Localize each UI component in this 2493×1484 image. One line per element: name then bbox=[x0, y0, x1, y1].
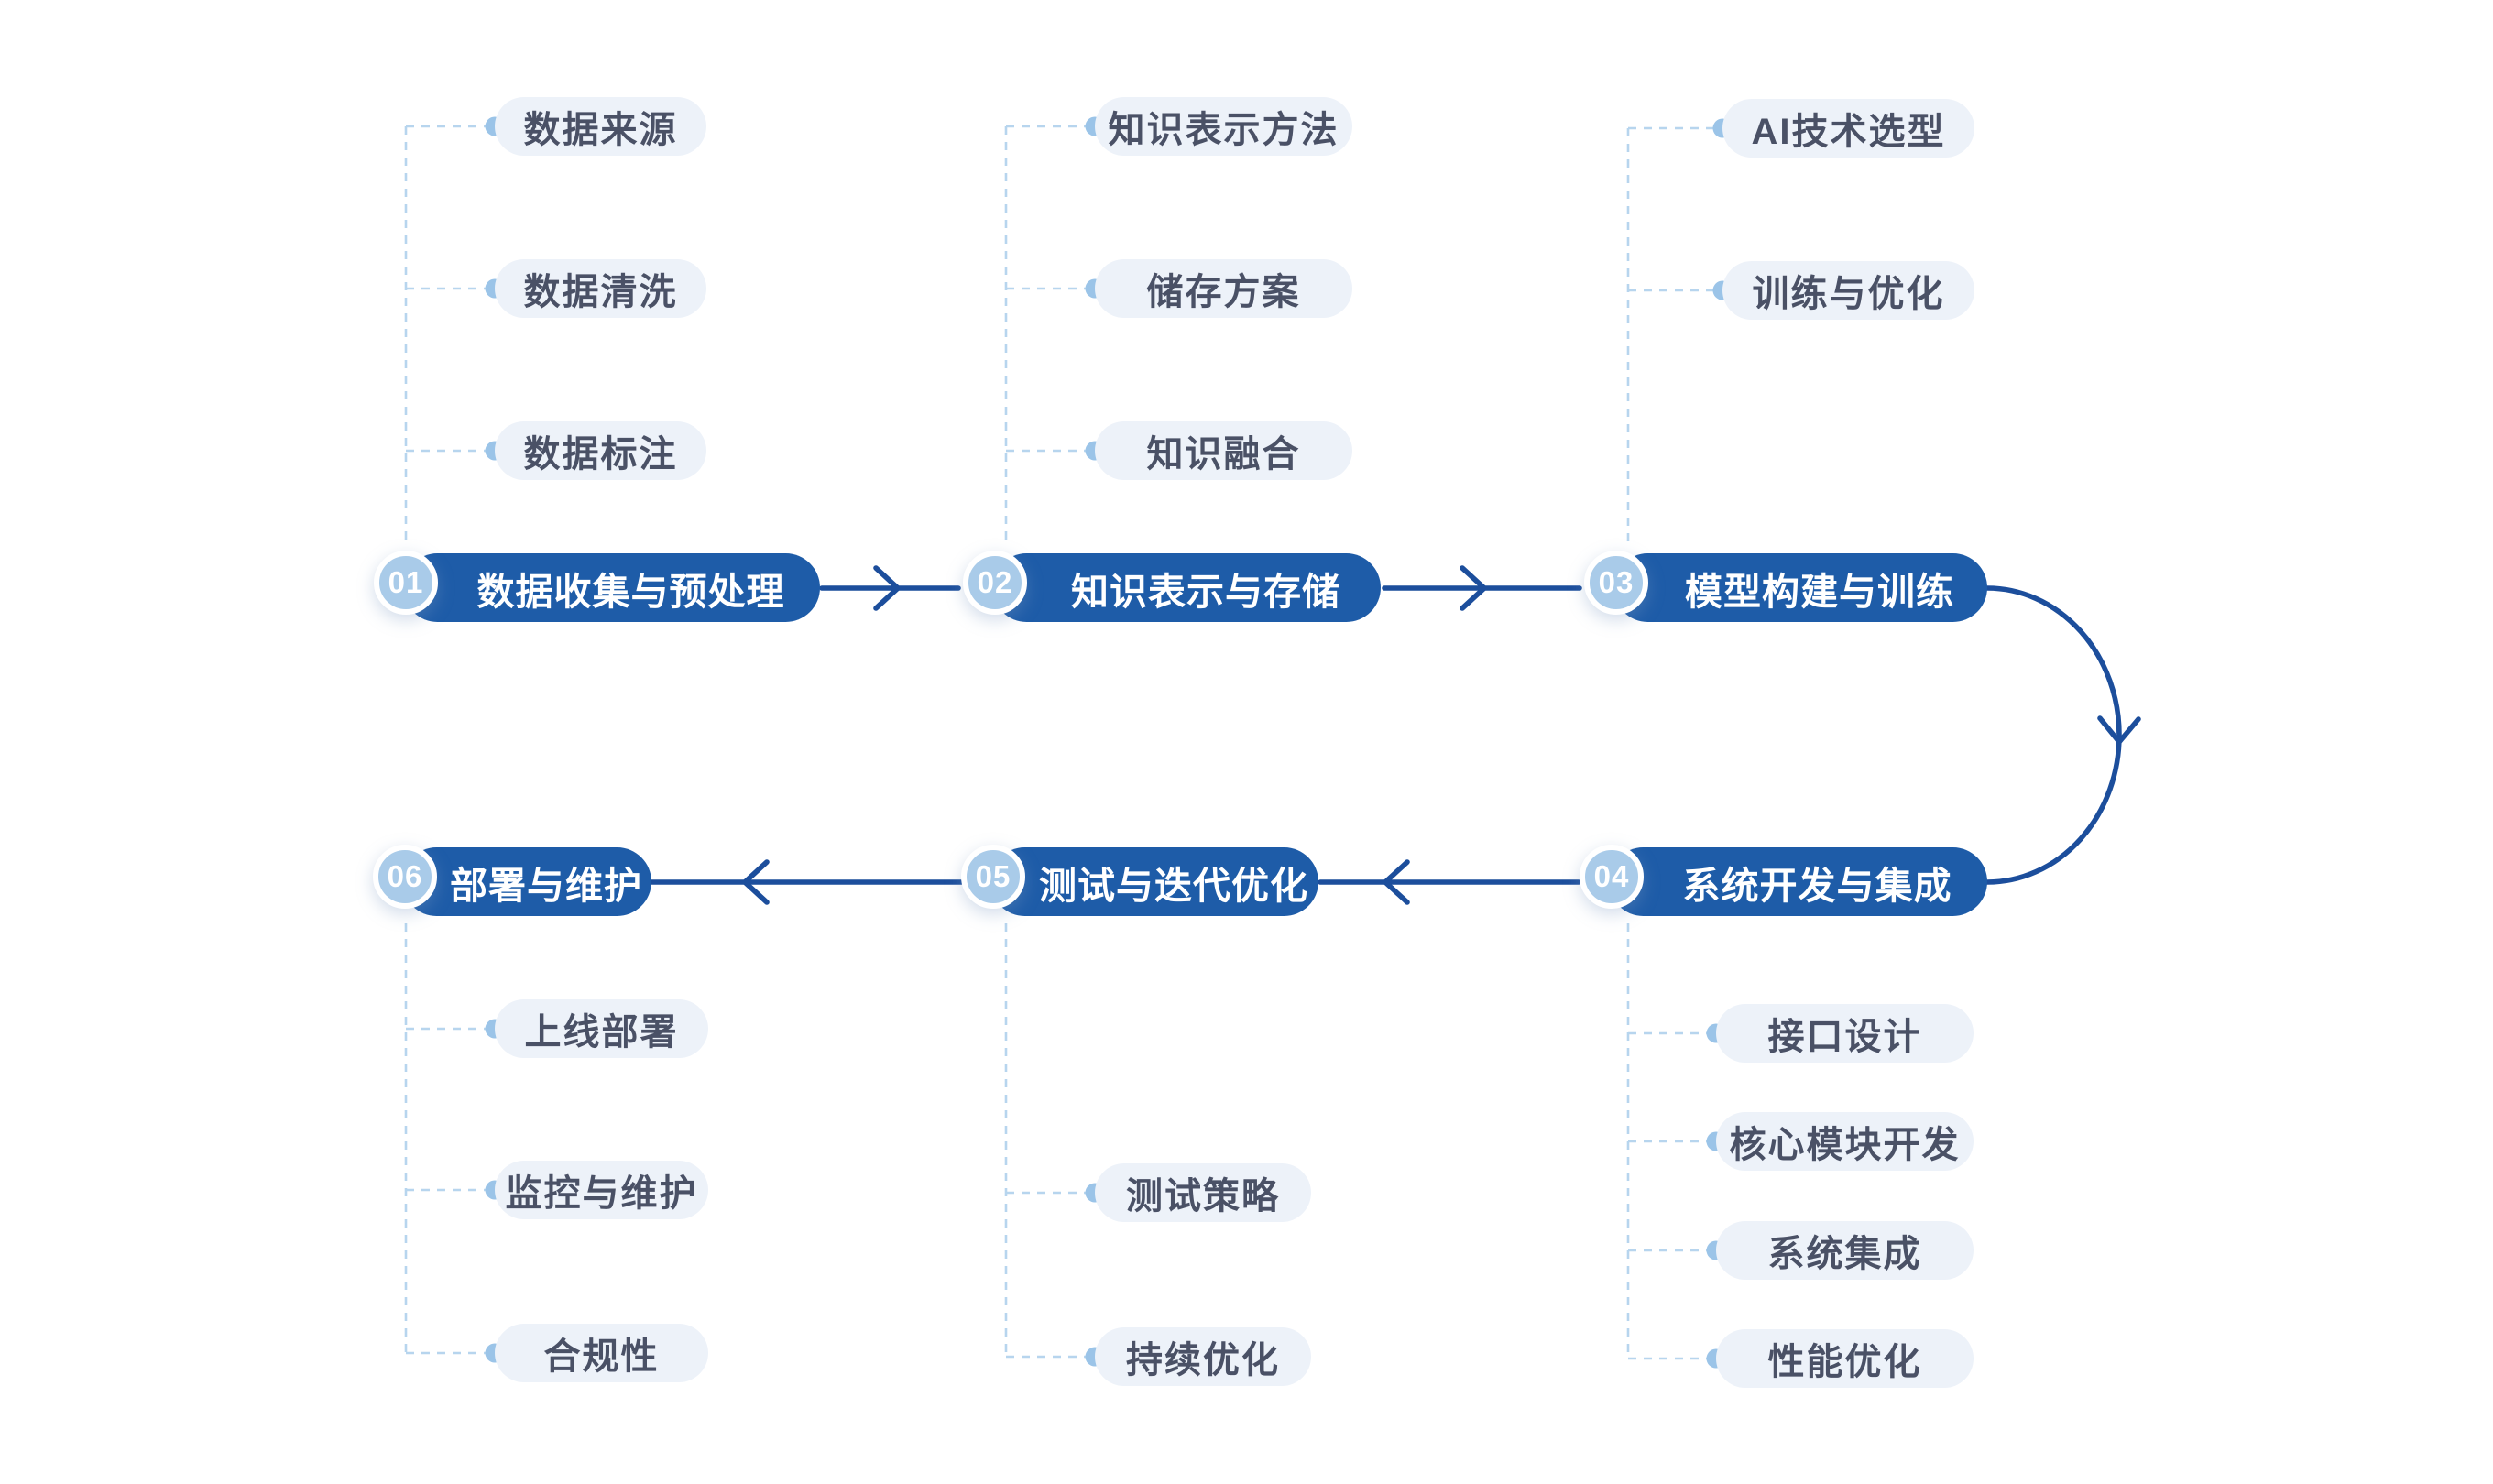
stage-node-01: 数据收集与预处理 bbox=[403, 553, 820, 622]
branch-lines-stage-05 bbox=[1004, 923, 1105, 1367]
stage-number-badge-01: 01 bbox=[374, 551, 438, 615]
sub-item-label: 知识表示方法 bbox=[1108, 110, 1339, 150]
stage-number: 05 bbox=[975, 859, 1011, 893]
sub-item-pill: 数据清洗 bbox=[495, 259, 706, 318]
stage-node-06: 部署与维护 bbox=[402, 847, 651, 916]
sub-item-pill: 知识融合 bbox=[1095, 421, 1352, 480]
sub-item-label: 上线部署 bbox=[524, 1012, 679, 1053]
stage-label: 系统开发与集成 bbox=[1682, 864, 1952, 907]
stage-number-badge-05: 05 bbox=[961, 845, 1025, 909]
arrow-stage-03-to-04-curve bbox=[1985, 585, 2141, 885]
sub-item-label: 储存方案 bbox=[1146, 272, 1301, 312]
sub-item-pill: 上线部署 bbox=[495, 999, 708, 1058]
stage-node-02: 知识表示与存储 bbox=[992, 553, 1381, 622]
stage-node-05: 测试与迭代优化 bbox=[990, 847, 1318, 916]
sub-item-pill: 数据标注 bbox=[495, 421, 706, 480]
sub-item-pill: 测试策略 bbox=[1095, 1163, 1311, 1222]
sub-item-label: 训练与优化 bbox=[1752, 274, 1945, 314]
stage-number: 02 bbox=[977, 565, 1013, 599]
stage-node-03: 模型构建与训练 bbox=[1613, 553, 1987, 622]
branch-lines-stage-03 bbox=[1626, 118, 1733, 546]
stage-number-badge-04: 04 bbox=[1580, 845, 1644, 909]
stage-number-badge-02: 02 bbox=[963, 551, 1027, 615]
sub-item-pill: 核心模块开发 bbox=[1716, 1112, 1974, 1171]
sub-item-pill: 接口设计 bbox=[1716, 1004, 1974, 1063]
branch-lines-stage-04 bbox=[1626, 923, 1726, 1369]
stage-number-badge-06: 06 bbox=[373, 845, 437, 909]
sub-item-pill: 知识表示方法 bbox=[1095, 97, 1352, 156]
sub-item-pill: 性能优化 bbox=[1716, 1329, 1974, 1388]
sub-item-label: 数据标注 bbox=[523, 434, 678, 475]
branch-lines-stage-01 bbox=[404, 116, 505, 546]
sub-item-label: 监控与维护 bbox=[505, 1173, 698, 1214]
stage-label: 模型构建与训练 bbox=[1685, 570, 1954, 613]
sub-item-pill: 合规性 bbox=[495, 1324, 708, 1382]
arrow-stage-05-to-06 bbox=[645, 859, 964, 905]
sub-item-label: 性能优化 bbox=[1767, 1342, 1922, 1382]
sub-item-pill: 监控与维护 bbox=[495, 1161, 708, 1219]
sub-item-label: 持续优化 bbox=[1126, 1340, 1280, 1380]
stage-number: 04 bbox=[1593, 859, 1630, 893]
sub-item-label: 知识融合 bbox=[1146, 434, 1301, 475]
sub-item-label: 核心模块开发 bbox=[1729, 1125, 1961, 1165]
arrow-stage-02-to-03 bbox=[1382, 565, 1582, 611]
sub-item-pill: 储存方案 bbox=[1095, 259, 1352, 318]
stage-number: 03 bbox=[1598, 565, 1635, 599]
stage-label: 数据收集与预处理 bbox=[476, 570, 785, 613]
sub-item-pill: 数据来源 bbox=[495, 97, 706, 156]
branch-lines-stage-06 bbox=[404, 923, 505, 1363]
sub-item-label: 数据来源 bbox=[523, 110, 678, 150]
arrow-stage-01-to-02 bbox=[819, 565, 961, 611]
sub-item-label: 接口设计 bbox=[1767, 1017, 1922, 1057]
sub-item-pill: 持续优化 bbox=[1095, 1327, 1311, 1386]
sub-item-label: 合规性 bbox=[543, 1337, 660, 1377]
stage-number-badge-03: 03 bbox=[1584, 551, 1648, 615]
sub-item-pill: 系统集成 bbox=[1716, 1221, 1974, 1280]
stage-label: 测试与迭代优化 bbox=[1039, 864, 1308, 907]
sub-item-pill: AI技术选型 bbox=[1722, 99, 1974, 158]
arrow-stage-04-to-05 bbox=[1318, 859, 1581, 905]
branch-lines-stage-02 bbox=[1004, 116, 1105, 546]
sub-item-label: 数据清洗 bbox=[523, 272, 678, 312]
stage-label: 部署与维护 bbox=[450, 864, 642, 907]
sub-item-label: 系统集成 bbox=[1767, 1234, 1922, 1274]
sub-item-label: AI技术选型 bbox=[1751, 112, 1946, 152]
stage-number: 01 bbox=[388, 565, 424, 599]
stage-number: 06 bbox=[387, 859, 423, 893]
stage-node-04: 系统开发与集成 bbox=[1609, 847, 1987, 916]
sub-item-pill: 训练与优化 bbox=[1722, 261, 1974, 320]
sub-item-label: 测试策略 bbox=[1126, 1176, 1280, 1217]
stage-label: 知识表示与存储 bbox=[1071, 570, 1340, 613]
